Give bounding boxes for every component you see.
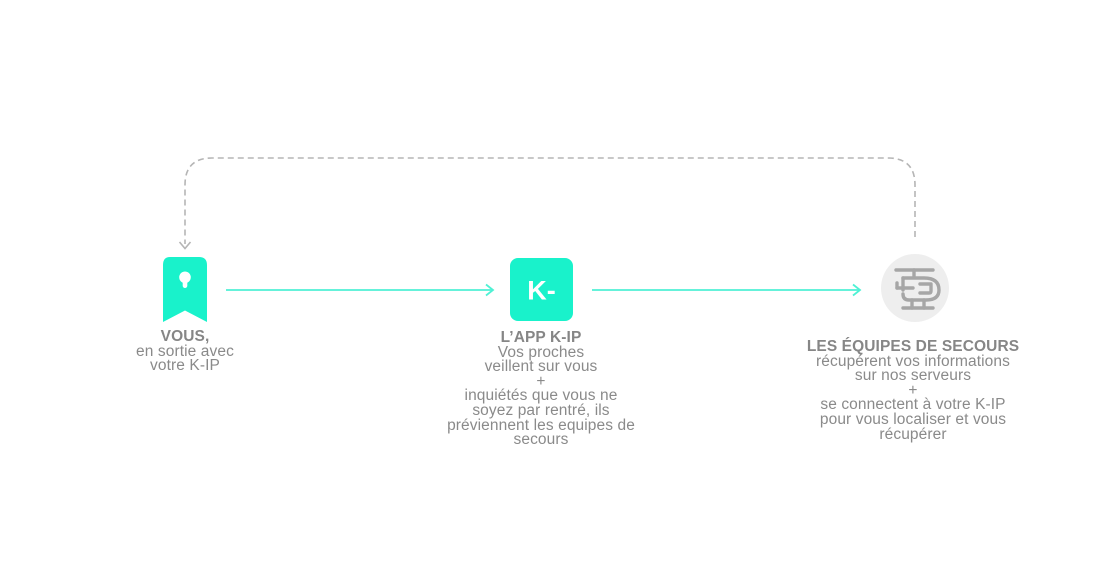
return-loop-arrowhead-icon — [178, 241, 192, 250]
node-app-line: veillent sur vous — [484, 358, 598, 376]
helicopter-icon — [881, 254, 949, 322]
node-secours-line: pour vous localiser et vous — [819, 410, 1007, 428]
node-secours-plus: + — [908, 381, 918, 399]
node-vous-line: en sortie avec — [136, 342, 234, 360]
node-app-title: L’APP K-IP — [500, 329, 582, 346]
node-app-line: soyez par rentré, ils — [472, 401, 610, 419]
node-app-plus: + — [536, 372, 546, 390]
node-secours-line: sur nos serveurs — [854, 367, 972, 385]
node-vous-line: votre K-IP — [150, 357, 220, 375]
k-ip-logo-icon: K- — [510, 258, 573, 321]
node-secours-line: se connectent à votre K-IP — [820, 396, 1006, 414]
node-secours-line: récupérer — [879, 425, 947, 443]
node-vous-text: VOUS, en sortie avec votre K-IP — [110, 328, 260, 375]
node-app-line: inquiétés que vous ne — [464, 387, 618, 405]
node-secours-title: LES ÉQUIPES DE SECOURS — [806, 338, 1020, 355]
k-ip-logo-text: K- — [527, 276, 556, 306]
node-secours-text: LES ÉQUIPES DE SECOURS récupérent vos in… — [782, 338, 1044, 443]
ticket-bookmark-icon — [163, 257, 207, 322]
node-app-line: Vos proches — [497, 343, 585, 361]
arrow-vous-to-app-head-icon — [485, 283, 495, 297]
node-secours-line: récupérent vos informations — [816, 352, 1010, 370]
node-vous-title: VOUS, — [160, 328, 210, 345]
node-app-line: secours — [513, 431, 569, 449]
return-loop-dashed-arrow — [184, 157, 916, 244]
node-app-line: préviennent les equipes de — [447, 416, 635, 434]
arrow-app-to-secours-head-icon — [852, 283, 862, 297]
node-app-text: L’APP K-IP Vos proches veillent sur vous… — [420, 329, 662, 449]
